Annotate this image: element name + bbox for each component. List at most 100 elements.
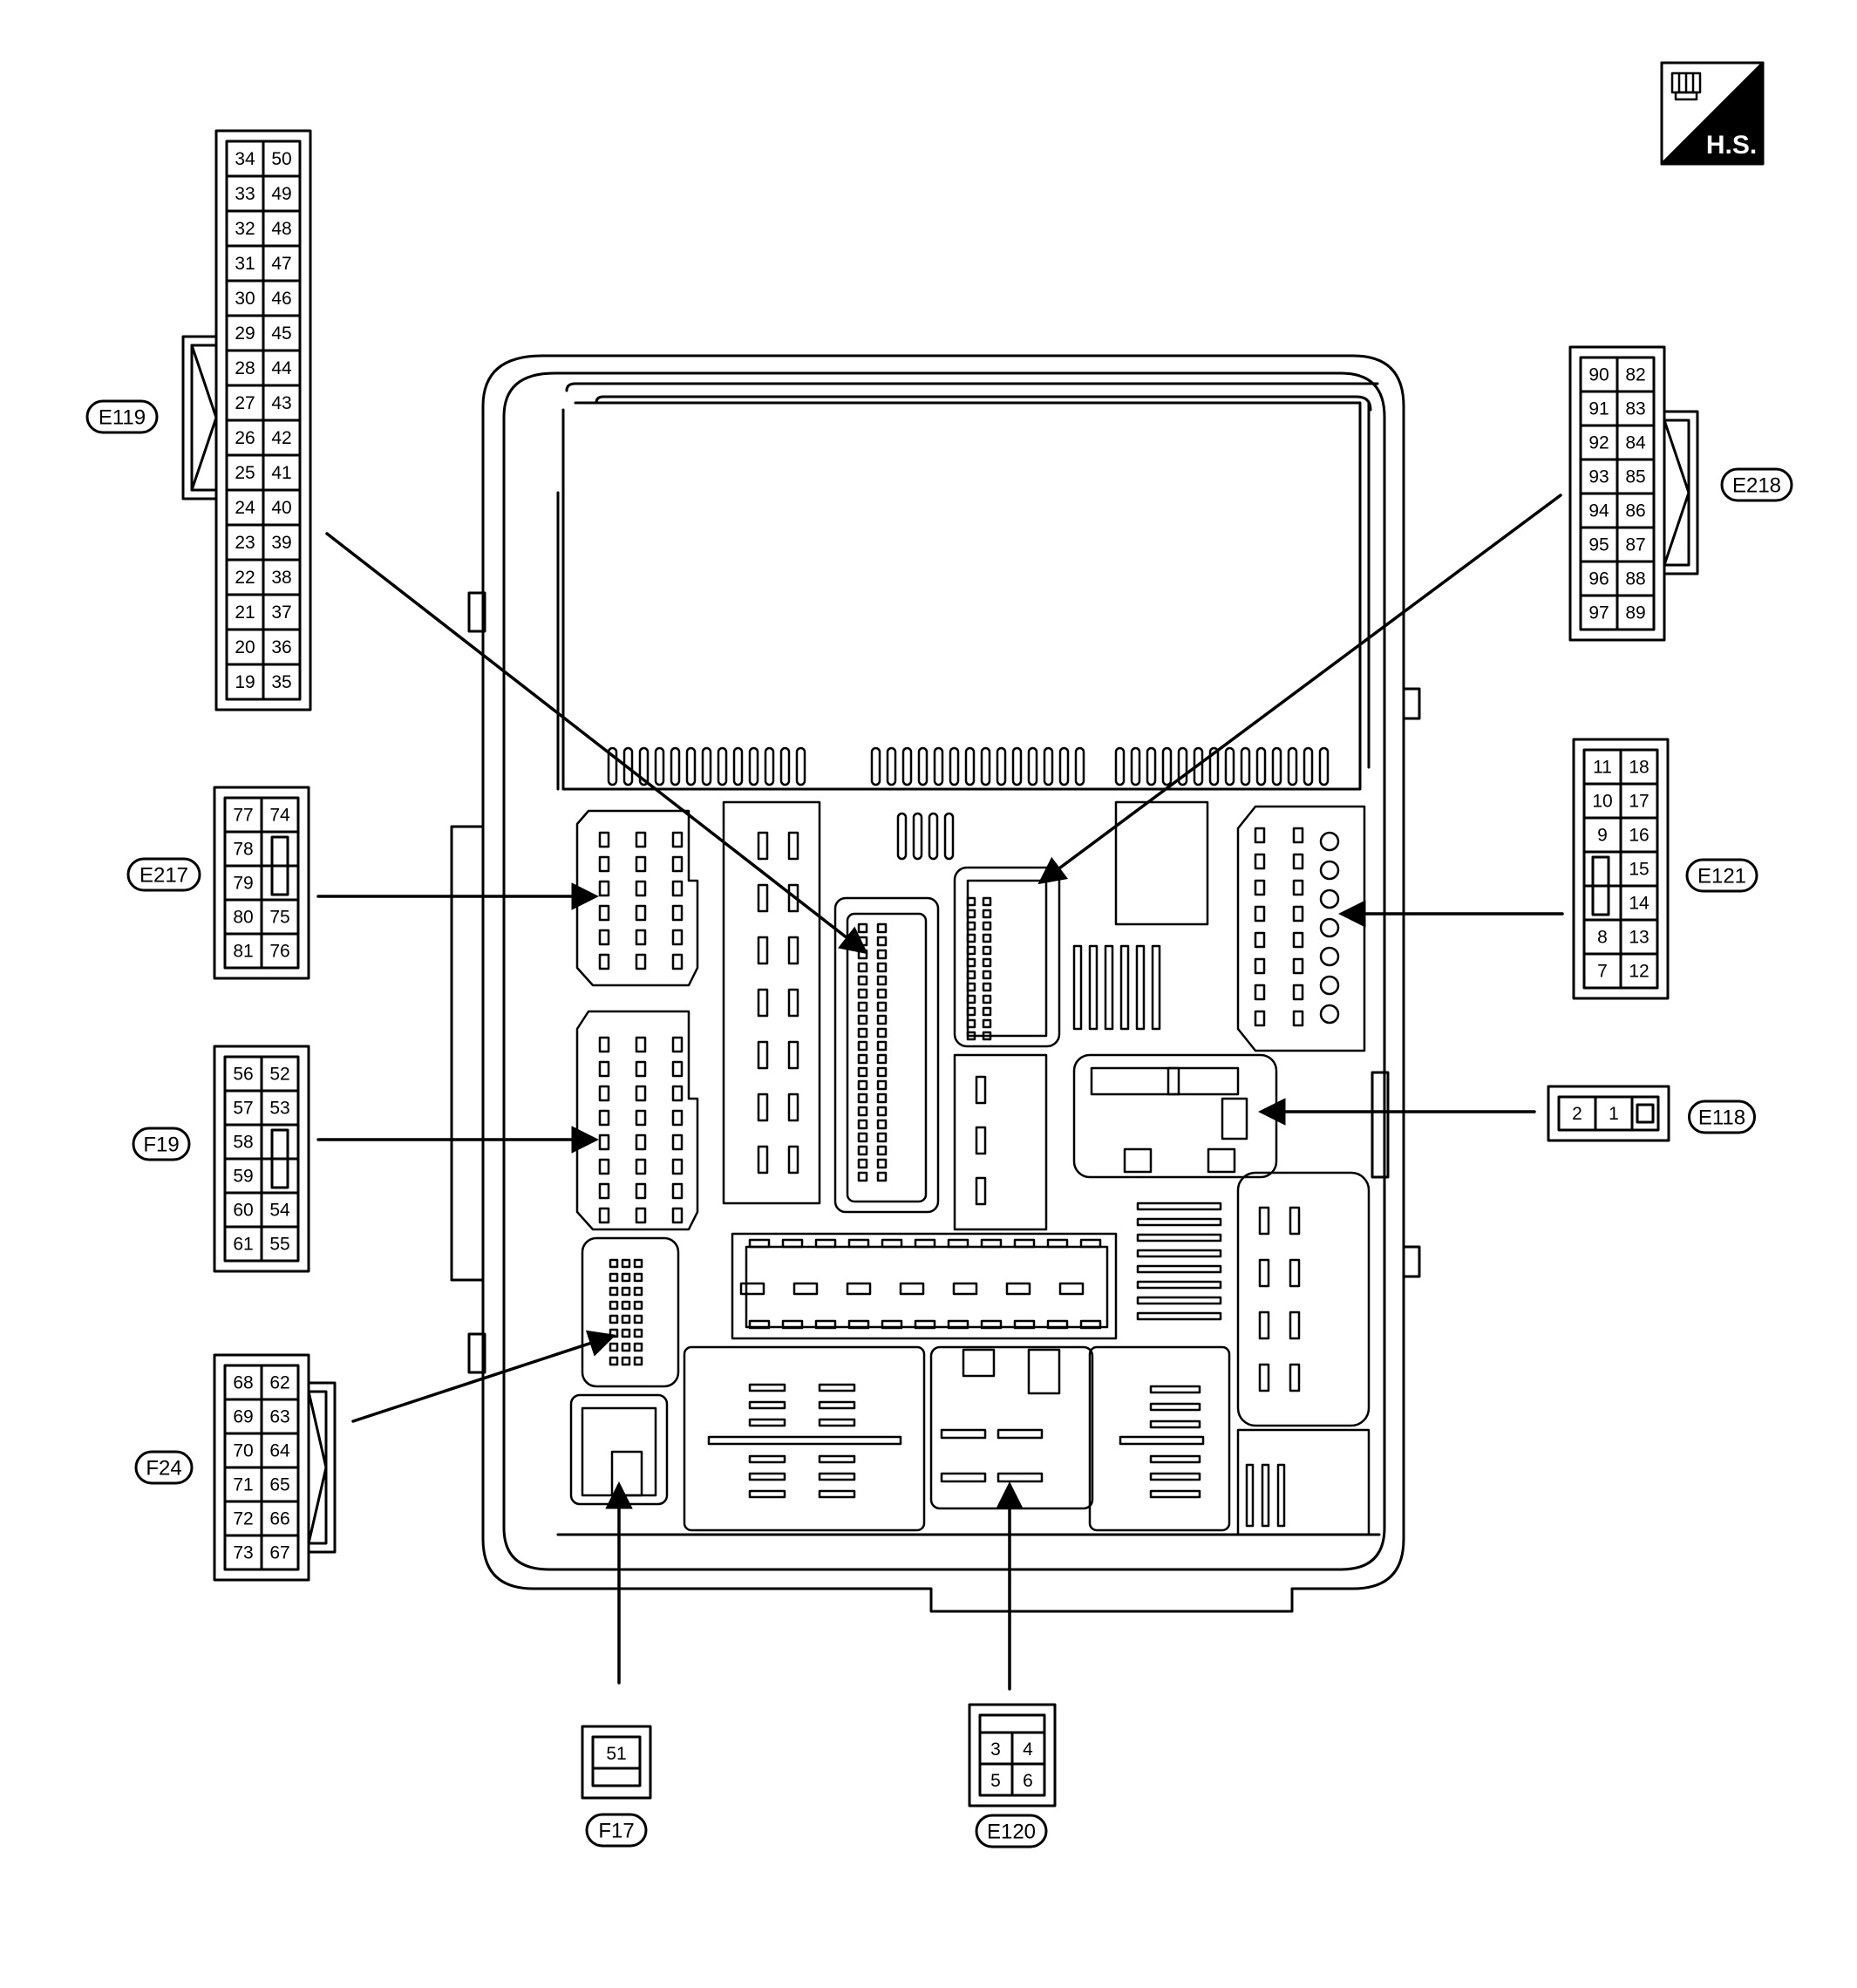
vent-slot (917, 746, 928, 786)
terminal-cavity (598, 904, 610, 922)
pin-number: 27 (235, 393, 255, 413)
vent-slot (1161, 746, 1173, 786)
pin-number: 57 (233, 1099, 253, 1119)
terminal-cavity (966, 970, 976, 980)
terminal-cavity (635, 929, 647, 946)
keyway (978, 1713, 1046, 1734)
terminal-cavity (857, 1079, 868, 1091)
bus-bar (940, 1428, 987, 1440)
pin-number: 82 (1625, 365, 1645, 385)
terminal-cavity (621, 1314, 631, 1324)
pin-number: 38 (271, 568, 291, 588)
terminal-cavity (982, 1031, 992, 1041)
terminal-cavity (876, 1053, 888, 1065)
pin-number: 65 (269, 1475, 289, 1495)
pin-number: 29 (235, 323, 255, 344)
terminal-cavity (635, 1060, 647, 1078)
relay-terminal (757, 831, 769, 861)
terminal-cavity (876, 1027, 888, 1038)
pin-number: 18 (1629, 758, 1649, 778)
bus-bar (1136, 1280, 1222, 1290)
label-f19: F19 (132, 1127, 191, 1161)
pin-number: 15 (1629, 860, 1649, 880)
bus-bar (1136, 1249, 1222, 1258)
fuse-slot (847, 1319, 870, 1330)
pin-number: 30 (235, 289, 255, 309)
terminal-cavity (598, 1158, 610, 1175)
terminal-cavity (1292, 1010, 1304, 1027)
bus-bar (818, 1489, 856, 1499)
connector-housing (213, 1045, 310, 1273)
bus-bar (1149, 1454, 1201, 1464)
vent-slot (1224, 746, 1235, 786)
terminal-cavity (857, 1106, 868, 1117)
pin-number: 78 (233, 840, 253, 860)
fuse-slot (814, 1238, 837, 1249)
vent-slot (670, 746, 681, 786)
vent-slot (1088, 944, 1099, 1031)
pin-number: 80 (233, 908, 253, 928)
terminal-cavity (635, 904, 647, 922)
terminal-cavity (982, 1018, 992, 1029)
vent-slot (964, 746, 976, 786)
label-e218: E218 (1720, 467, 1793, 502)
pin-number: 7 (1597, 962, 1608, 982)
bus-bar (748, 1454, 786, 1464)
fuse-slot (980, 1319, 1003, 1330)
bus-bar (1119, 1435, 1205, 1446)
terminal-cavity (1319, 888, 1340, 909)
relay-terminal (787, 1040, 799, 1070)
pin-number: 3 (990, 1740, 1001, 1760)
terminal-cavity (876, 1132, 888, 1143)
connector-latch (307, 1390, 328, 1545)
pin-number: 35 (271, 672, 291, 692)
terminal-cavity (621, 1328, 631, 1338)
terminal-cavity (982, 1006, 992, 1017)
terminal-cavity (982, 921, 992, 931)
terminal-cavity (857, 1066, 868, 1078)
terminal-cavity (876, 1171, 888, 1182)
label-e118: E118 (1688, 1100, 1756, 1134)
pin-number: 75 (269, 908, 289, 928)
bus-bar (1136, 1296, 1222, 1305)
relay-terminal (1289, 1311, 1301, 1340)
vent-slot (1027, 746, 1038, 786)
terminal-cavity (1319, 831, 1340, 852)
pin-number: 73 (233, 1543, 253, 1563)
pin-number: 92 (1588, 433, 1609, 453)
pin-number: 71 (233, 1475, 253, 1495)
pin-number: 1 (1609, 1104, 1619, 1124)
leader-arrows (316, 494, 1564, 1691)
terminal-cavity (982, 982, 992, 992)
pin-number: 33 (235, 184, 255, 204)
fuse-slot (914, 1319, 936, 1330)
terminal-cavity (966, 896, 976, 907)
terminal-cavity (671, 831, 684, 848)
terminal-cavity (966, 1018, 976, 1029)
terminal-cavity (635, 1134, 647, 1151)
pin-number: 24 (235, 498, 255, 518)
vent-slot (1072, 944, 1083, 1031)
pin-number: 34 (235, 149, 255, 169)
vent-slot (886, 746, 897, 786)
connector-label: E217 (139, 864, 188, 888)
pin-number: 9 (1597, 826, 1608, 846)
vent-slot (701, 746, 712, 786)
terminal-cavity (671, 1207, 684, 1224)
vent-slot (1240, 746, 1251, 786)
connector-latch (190, 344, 218, 492)
pin-number: 2 (1572, 1104, 1582, 1124)
fuse-slot (846, 1282, 872, 1296)
terminal-cavity (876, 988, 888, 999)
bus-bar (818, 1454, 856, 1464)
connector-tag-outline (1688, 1100, 1756, 1134)
terminal-cavity (1292, 853, 1304, 870)
vent-slot (901, 746, 913, 786)
terminal-cavity (598, 1036, 610, 1053)
pin-number: 25 (235, 463, 255, 483)
fuse-slot (947, 1238, 969, 1249)
terminal-cavity (876, 1014, 888, 1025)
keyway (591, 1767, 642, 1787)
bus-bar (997, 1472, 1044, 1483)
